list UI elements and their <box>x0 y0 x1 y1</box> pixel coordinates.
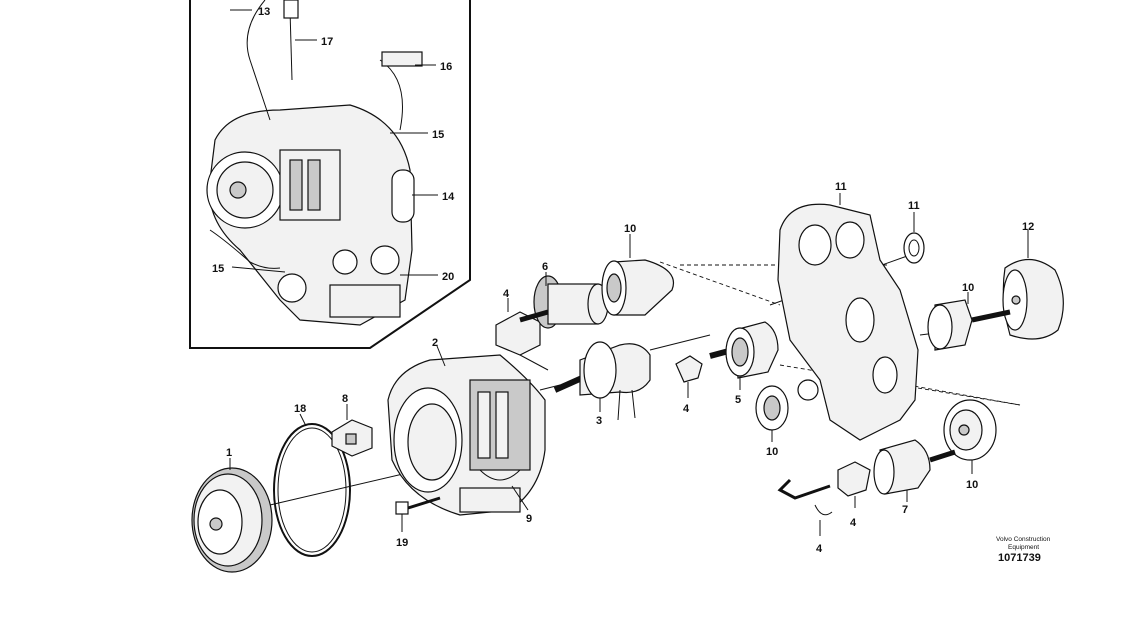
part-19-bolt: 19 <box>395 496 441 549</box>
brand-line-1: Volvo Construction <box>996 536 1051 543</box>
part-6-clutch-pack: 6 <box>519 261 609 329</box>
part-4-sensor: 4 <box>837 461 871 529</box>
part-9-wiring-harness: 9 <box>479 469 532 525</box>
callout-4: 4 <box>850 517 857 529</box>
assembled-transmission <box>206 0 423 326</box>
part-5-clutch-drum: 5 <box>709 321 779 406</box>
callout-3: 3 <box>596 415 602 427</box>
part-3-input-shaft: 3 <box>553 341 651 427</box>
callout-12: 12 <box>1022 221 1034 233</box>
callout-13: 13 <box>258 6 270 18</box>
part-10-disc: 10 <box>943 399 997 491</box>
part-4-tube: 4 <box>777 478 833 555</box>
part-10-gear-drum: 10 <box>601 223 674 316</box>
callout-4: 4 <box>683 403 690 415</box>
part-11-seal: 11 <box>903 200 925 264</box>
callout-16: 16 <box>440 61 452 73</box>
callout-10: 10 <box>766 446 778 458</box>
part-2-transmission-housing: 2 <box>387 337 546 516</box>
assembly-inset: 13 17 16 15 14 15 20 <box>189 0 471 349</box>
callout-6: 6 <box>542 261 548 273</box>
callout-19: 19 <box>396 537 408 549</box>
callout-11: 11 <box>908 200 920 212</box>
callout-10: 10 <box>966 479 978 491</box>
callout-2: 2 <box>432 337 438 349</box>
callout-5: 5 <box>735 394 741 406</box>
callout-18: 18 <box>294 403 306 415</box>
callout-10: 10 <box>962 282 974 294</box>
part-4-valve-bracket: 4 <box>675 355 703 415</box>
callout-20: 20 <box>442 271 454 283</box>
callout-10: 10 <box>624 223 636 235</box>
callout-15: 15 <box>212 263 224 275</box>
callout-7: 7 <box>902 504 908 516</box>
callout-4: 4 <box>503 288 510 300</box>
part-7-output-clutch: 7 <box>873 439 956 516</box>
reference-number: 1071739 <box>998 552 1041 564</box>
callout-9: 9 <box>526 513 532 525</box>
callout-4: 4 <box>816 543 823 555</box>
drawing-reference: Volvo Construction Equipment 1071739 <box>996 536 1051 564</box>
part-4-valve-bracket: 4 <box>495 288 549 371</box>
callout-1: 1 <box>226 447 232 459</box>
brand-line-2: Equipment <box>1008 544 1039 551</box>
callout-8: 8 <box>342 393 348 405</box>
part-10-flange: 10 <box>755 385 789 458</box>
part-1-torque-converter: 1 <box>191 447 273 573</box>
callout-17: 17 <box>321 36 333 48</box>
part-10-output-shaft: 10 <box>927 282 1011 351</box>
part-11-rear-housing: 11 <box>777 181 919 441</box>
callout-11: 11 <box>835 181 847 193</box>
callout-14: 14 <box>442 191 455 203</box>
part-18-o-ring: 18 <box>273 403 351 557</box>
part-8-bracket: 8 <box>331 393 373 457</box>
callout-15: 15 <box>432 129 444 141</box>
part-12-cover: 12 <box>1002 221 1064 340</box>
